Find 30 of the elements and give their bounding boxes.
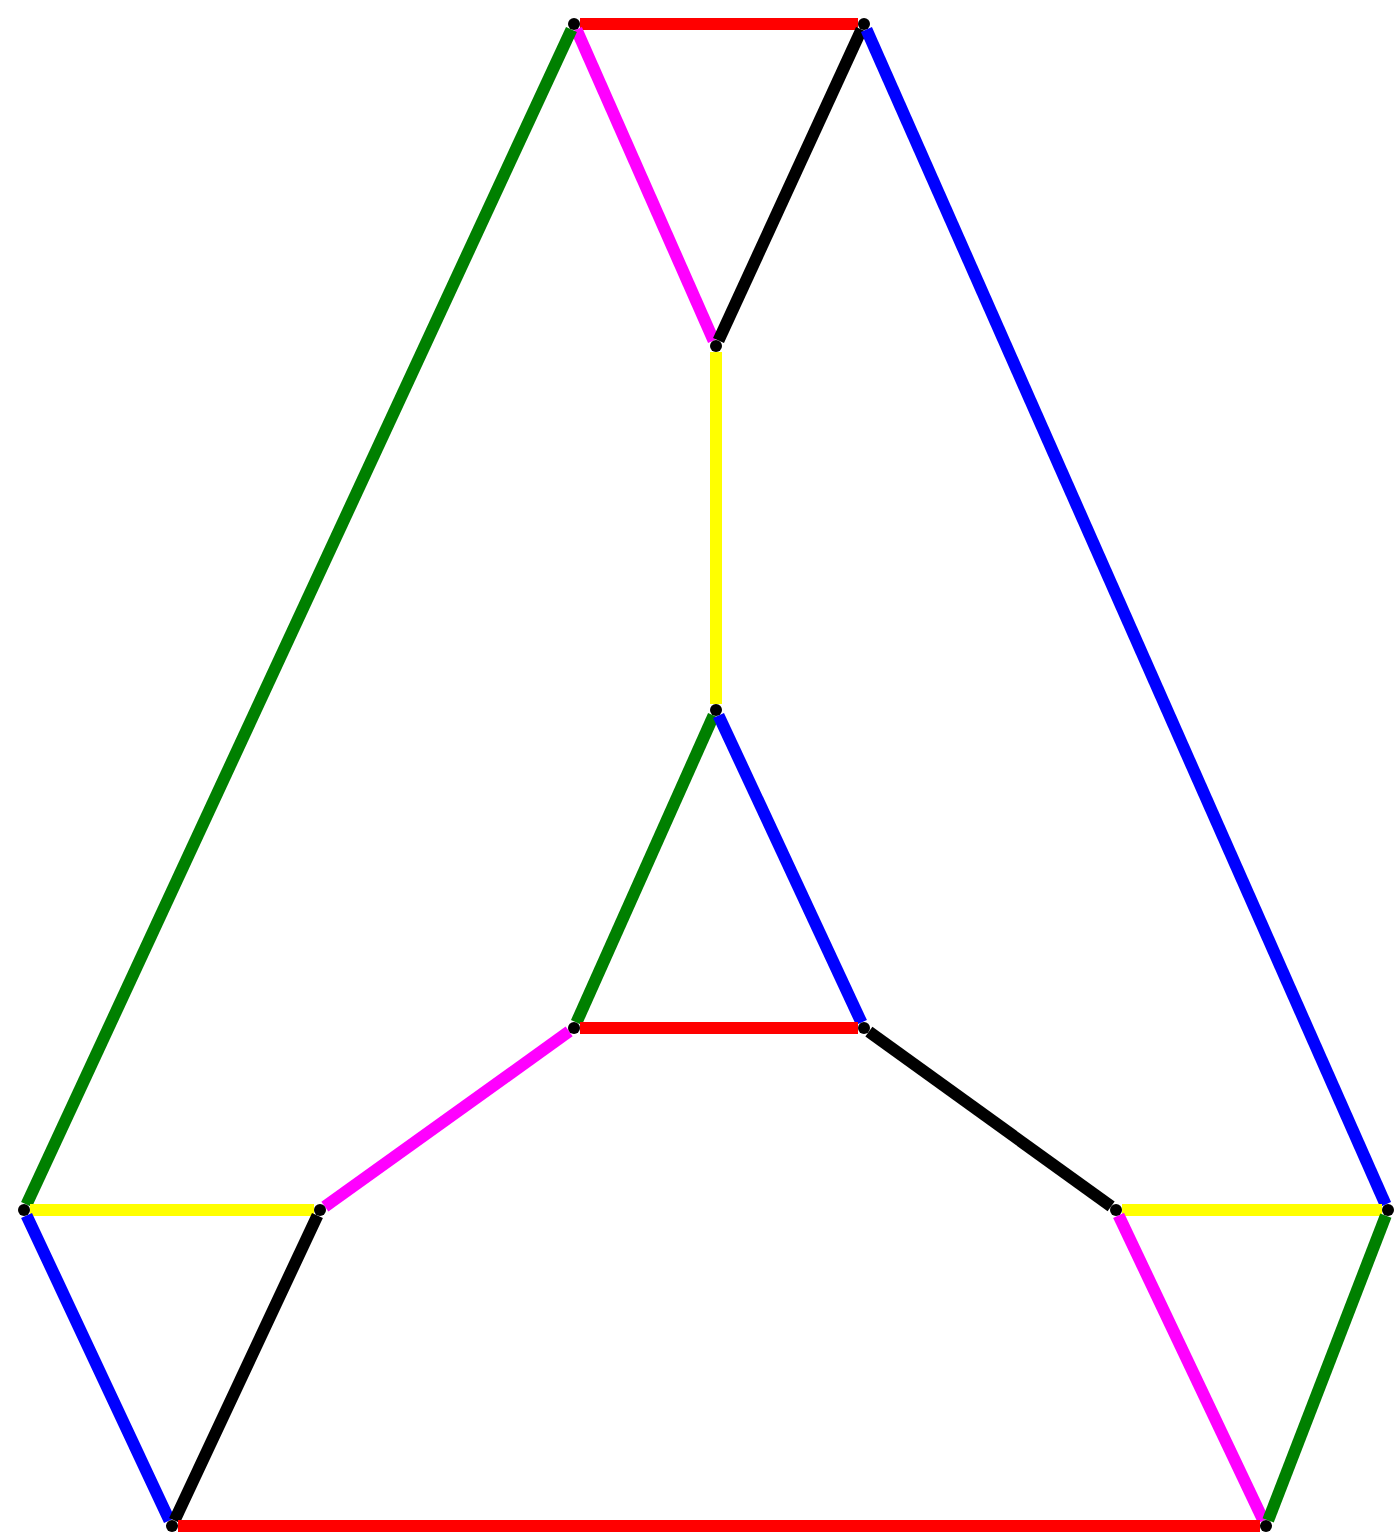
graph-edge xyxy=(713,712,867,1026)
graph-edge xyxy=(1122,1204,1382,1216)
graph-vertex xyxy=(166,1520,178,1532)
graph-vertex xyxy=(858,1022,870,1034)
graph-edge xyxy=(30,1204,314,1216)
graph-edge xyxy=(713,26,867,344)
graph-edge xyxy=(21,1212,175,1524)
graph-vertex xyxy=(568,18,580,30)
graph-vertex xyxy=(314,1204,326,1216)
graph-edge xyxy=(570,713,720,1025)
graph-edge xyxy=(21,26,577,1208)
graph-vertex xyxy=(710,704,722,716)
graph-vertex xyxy=(858,18,870,30)
graph-edge xyxy=(710,352,722,704)
graph-edge xyxy=(580,1022,858,1034)
graph-edge xyxy=(570,27,720,343)
graph-edge xyxy=(178,1520,1260,1532)
graph-vertex xyxy=(1260,1520,1272,1532)
graph-edge xyxy=(580,18,858,30)
graph-vertex xyxy=(1110,1204,1122,1216)
graph-edge xyxy=(860,27,1392,1207)
graph-edge xyxy=(1262,1213,1392,1523)
graph-edge xyxy=(321,1026,573,1212)
graph-vertex xyxy=(18,1204,30,1216)
graph-edge xyxy=(1113,1212,1269,1524)
graph-edge xyxy=(169,1212,323,1524)
graph-edge xyxy=(865,1026,1115,1212)
graph-vertex xyxy=(710,340,722,352)
graph-vertex xyxy=(568,1022,580,1034)
graph-vertex xyxy=(1382,1204,1394,1216)
